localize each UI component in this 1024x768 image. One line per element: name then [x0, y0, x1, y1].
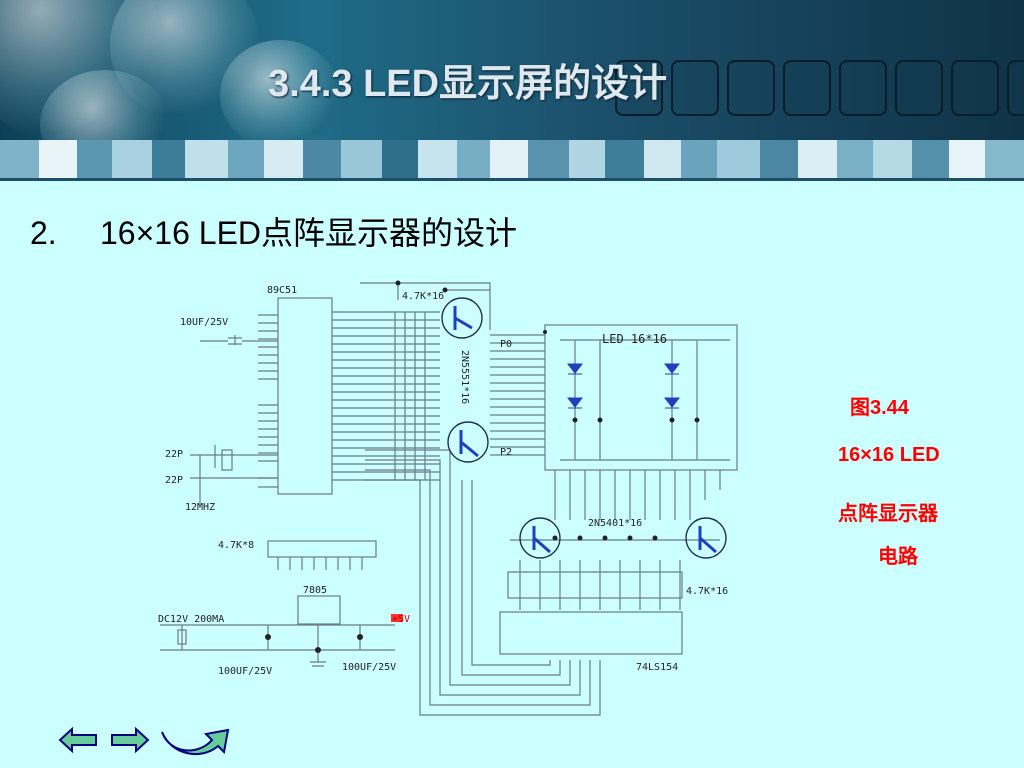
cap-22p-label-1: 22P [165, 449, 183, 460]
section-number: 2. [30, 215, 57, 251]
left-arrow-icon[interactable] [58, 726, 98, 754]
led-matrix-circuit-diagram: 89C51 10UF/25V 22P 22P 12MHZ 4.7K*16 4.7… [158, 280, 738, 716]
section-heading-bold: 16×16 LED点 [100, 215, 294, 251]
decoder-label: 74LS154 [636, 662, 678, 673]
transistor-n-label: 2N5551*16 [459, 350, 470, 404]
transistor-p-label: 2N5401*16 [588, 518, 642, 529]
port-p2-label: P2 [500, 447, 512, 458]
crystal-label: 12MHZ [185, 502, 215, 513]
led-matrix-label: LED 16*16 [602, 332, 667, 346]
port-p0-label: P0 [500, 339, 512, 350]
cap-100uf-label-1: 100UF/25V [218, 666, 272, 677]
figure-caption-line4: 电路 [878, 546, 918, 568]
return-arrow-icon[interactable] [160, 726, 232, 756]
right-arrow-icon[interactable] [110, 726, 150, 754]
slide-title: 3.4.3 LED显示屏的设计 [268, 63, 668, 105]
plus5v-label: +5V [392, 614, 410, 625]
mcu-label: 89C51 [267, 285, 297, 296]
resistor-8-label: 4.7K*8 [218, 540, 254, 551]
figure-caption-line3: 点阵显示器 [838, 503, 938, 525]
resistor-bottom-label: 4.7K*16 [686, 586, 728, 597]
cap-10uf-label: 10UF/25V [180, 317, 228, 328]
power-input-label: DC12V 200MA [158, 614, 224, 625]
resistor-top-label: 4.7K*16 [402, 291, 444, 302]
header-divider [0, 178, 1024, 181]
figure-caption-line2: 16×16 LED [838, 444, 940, 466]
slide-header: 3.4.3 LED显示屏的设计 [0, 0, 1024, 140]
regulator-label: 7805 [303, 585, 327, 596]
section-heading-text: 阵显示器的设计 [293, 215, 518, 251]
figure-caption-number: 图3.44 [850, 397, 909, 419]
cap-100uf-label-2: 100UF/25V [342, 662, 396, 673]
header-box-decoration [615, 60, 1024, 116]
header-glass-decoration [220, 40, 340, 140]
section-heading: 2. 16×16 LED点阵显示器的设计 [30, 208, 517, 254]
decorative-strip [0, 140, 1024, 178]
cap-22p-label-2: 22P [165, 475, 183, 486]
